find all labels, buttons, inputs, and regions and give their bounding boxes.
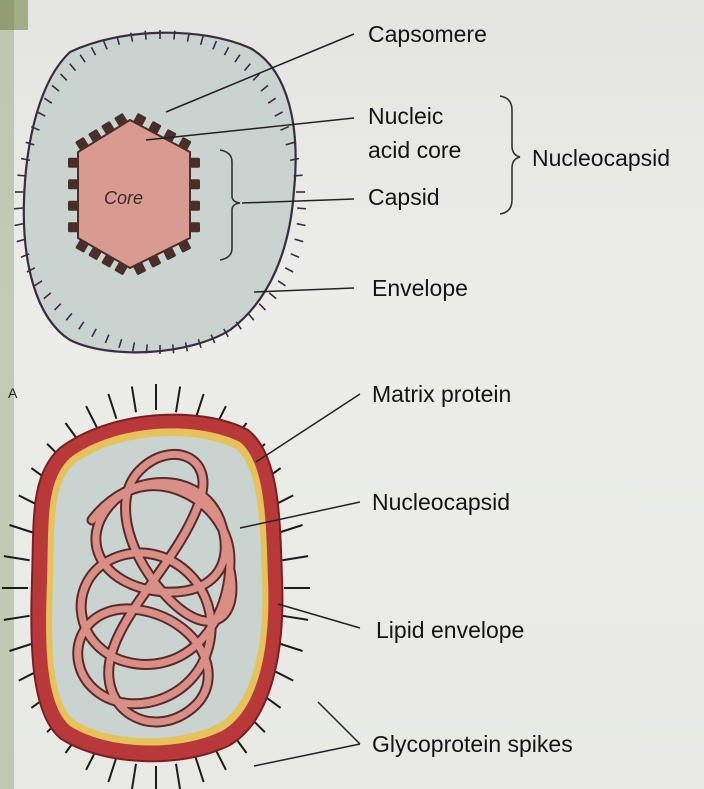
envelope-leader (254, 288, 354, 292)
capsid-label: Capsid (368, 184, 440, 210)
nucleic-label-line2: acid core (368, 137, 461, 163)
envelope-spike (297, 224, 306, 226)
capsomere-label: Capsomere (368, 21, 487, 47)
glycoprotein-spike (196, 757, 204, 782)
envelope-spike (248, 313, 254, 320)
nucleocapsid-label: Nucleocapsid (372, 489, 510, 515)
glycoprotein-spike (176, 387, 180, 413)
envelope-spike (174, 31, 175, 40)
envelope-spike (146, 344, 147, 353)
envelope-spike (14, 208, 23, 209)
glycoprotein-spike (278, 643, 303, 651)
envelope-spike (285, 268, 293, 272)
capsomere (190, 158, 200, 168)
glycoprotein-spike (132, 387, 136, 413)
glycoprotein-spike (176, 764, 180, 789)
glycoprotein-spike (108, 394, 116, 419)
enveloped-virion-bottom: Matrix protein Nucleocapsid Lipid envelo… (2, 381, 573, 789)
envelope-label: Envelope (372, 275, 468, 301)
panel-letter: A (8, 385, 18, 401)
glycoprotein-spike (282, 616, 308, 620)
glycoprotein-spike (108, 757, 116, 782)
matrix-protein-label: Matrix protein (372, 381, 511, 407)
capsomere (68, 158, 78, 168)
envelope-spike (295, 239, 304, 242)
envelope-spike (15, 224, 24, 226)
nucleocapsid-group-bracket (500, 96, 520, 214)
capsomere (190, 222, 200, 232)
nucleocapsid-group-label: Nucleocapsid (532, 145, 670, 171)
capsomere (68, 179, 78, 189)
core-label: Core (104, 188, 143, 208)
envelope-spike (297, 208, 306, 209)
envelope-spike (278, 281, 286, 286)
envelope-spike (173, 344, 174, 353)
glycoprotein-spike (132, 764, 136, 789)
lipid-envelope-leader (278, 604, 360, 628)
spike-leader-upper (318, 702, 360, 744)
envelope-spike (269, 293, 276, 299)
glycoprotein-spikes-label: Glycoprotein spikes (372, 731, 573, 757)
spike-leader-lower (254, 744, 360, 766)
envelope-spike (294, 175, 303, 176)
glycoprotein-spike (282, 556, 308, 560)
capsomere (68, 222, 78, 232)
capsomere (190, 201, 200, 211)
envelope-spike (291, 254, 299, 257)
glycoprotein-spike (86, 406, 98, 429)
capsomere (190, 179, 200, 189)
envelope-spike (17, 175, 26, 176)
nucleic-label-line1: Nucleic (368, 103, 443, 129)
envelope-spike (259, 304, 265, 310)
lipid-envelope-label: Lipid envelope (376, 617, 524, 643)
enveloped-virion-top: Core Capsomere Nucleic acid core Capsid … (14, 21, 670, 354)
capsomere (68, 201, 78, 211)
glycoprotein-spike (278, 525, 303, 533)
envelope-spike (145, 31, 146, 40)
matrix-protein-leader (256, 394, 360, 462)
